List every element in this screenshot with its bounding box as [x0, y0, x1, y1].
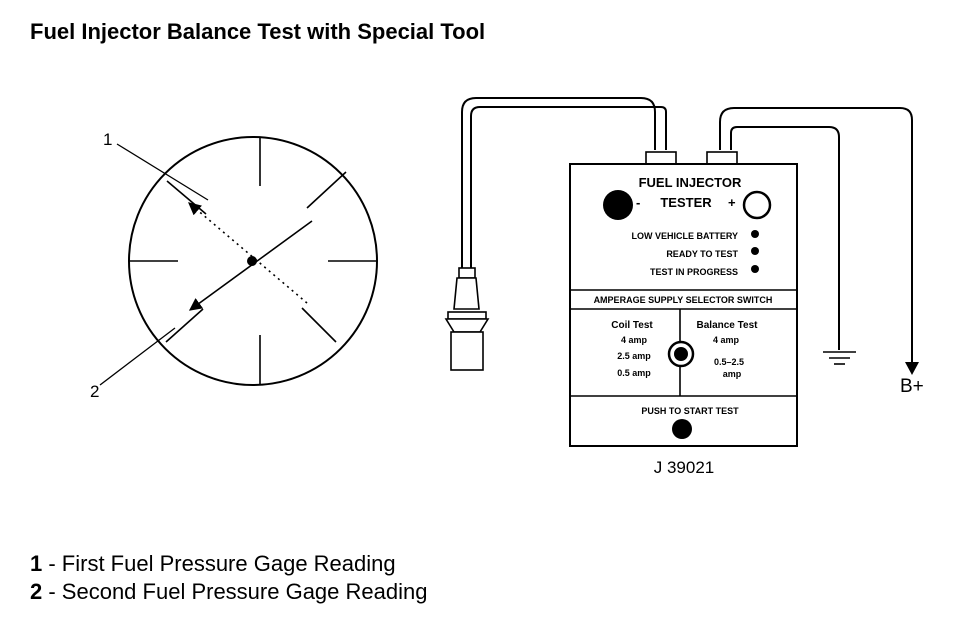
positive-terminal: [742, 190, 772, 220]
diagram-title: Fuel Injector Balance Test with Special …: [30, 19, 485, 44]
ground-cable: [719, 107, 913, 362]
balance-test-label: Balance Test: [697, 320, 759, 331]
indicator-led-in-progress: [751, 265, 759, 273]
ground-symbol: [823, 351, 856, 365]
tester-name-line1: FUEL INJECTOR: [639, 175, 742, 190]
injector-connector: [444, 267, 490, 371]
injector-cable: [461, 97, 667, 272]
balance-test-option: 4 amp: [713, 335, 740, 345]
battery-arrow: [905, 362, 919, 375]
cable-port-left: [645, 151, 677, 165]
tool-number: J 39021: [654, 458, 715, 477]
legend-item: 2 - Second Fuel Pressure Gage Reading: [30, 579, 427, 604]
coil-test-option: 2.5 amp: [617, 351, 651, 361]
balance-test-option: 0.5–2.5: [714, 357, 744, 367]
indicator-label-ready: READY TO TEST: [666, 249, 738, 259]
tester-body: [569, 163, 798, 447]
tester-name-line2: TESTER: [660, 195, 712, 210]
balance-test-option: amp: [723, 369, 742, 379]
pressure-gauge: 1 2: [90, 130, 378, 401]
coil-test-label: Coil Test: [611, 320, 653, 331]
selector-header: AMPERAGE SUPPLY SELECTOR SWITCH: [594, 295, 773, 305]
indicator-led-low-battery: [751, 230, 759, 238]
start-test-button[interactable]: [672, 419, 692, 439]
positive-sign: +: [728, 195, 736, 210]
cable-port-right: [706, 151, 738, 165]
indicator-label-in-progress: TEST IN PROGRESS: [650, 267, 738, 277]
coil-test-option: 4 amp: [621, 335, 648, 345]
gauge-ticks: [129, 137, 377, 384]
callout-1-label: 1: [103, 130, 112, 149]
negative-sign: -: [636, 195, 640, 210]
push-to-start-label: PUSH TO START TEST: [641, 406, 739, 416]
callout-2-label: 2: [90, 382, 99, 401]
negative-terminal: [603, 190, 633, 220]
battery-label: B+: [900, 376, 924, 397]
coil-test-option: 0.5 amp: [617, 368, 651, 378]
indicator-label-low-battery: LOW VEHICLE BATTERY: [632, 231, 739, 241]
indicator-led-ready: [751, 247, 759, 255]
second-reading-needle: [188, 220, 313, 311]
legend: 1 - First Fuel Pressure Gage Reading 2 -…: [30, 551, 427, 604]
callout-1-leader: [116, 143, 209, 201]
fuel-injector-tester: FUEL INJECTOR TESTER - + LOW VEHICLE BAT…: [569, 151, 798, 477]
legend-item: 1 - First Fuel Pressure Gage Reading: [30, 551, 396, 576]
callout-2-leader: [99, 327, 176, 386]
first-reading-needle: [188, 202, 308, 304]
